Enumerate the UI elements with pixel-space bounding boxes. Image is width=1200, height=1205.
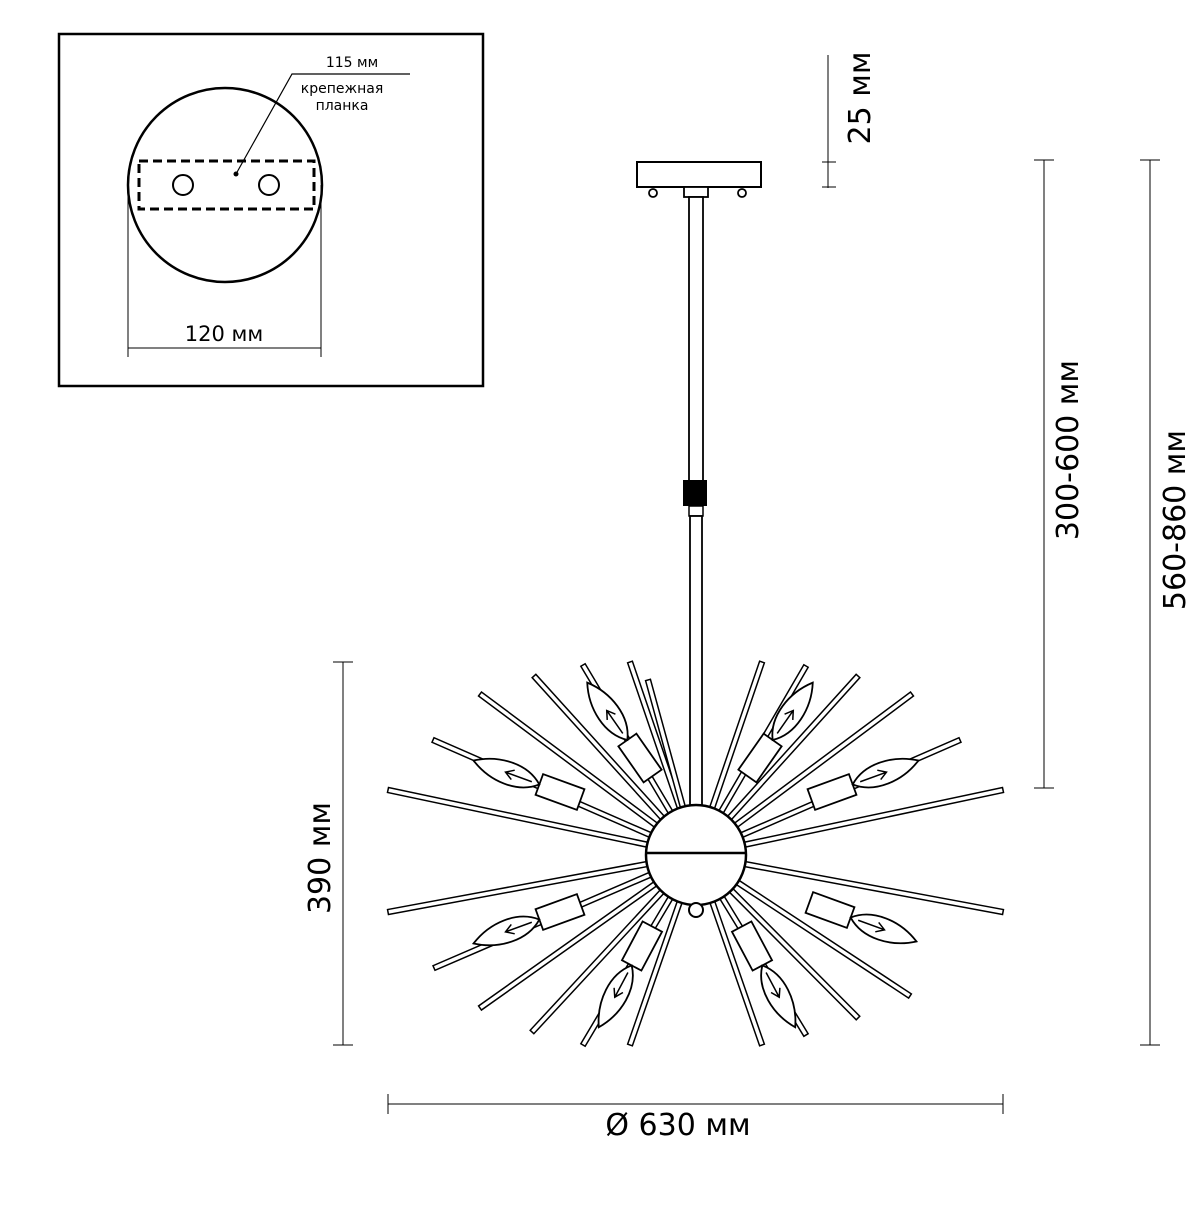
canopy-height-label: 25 мм [843,52,878,145]
bulb [471,892,586,947]
canopy-plate [636,161,762,188]
bulb [471,757,586,812]
mounting-plate-inset: 115 мм крепежная планка 120 мм [57,32,485,388]
dim-shade-height: 390 мм [303,661,353,1046]
rod-lower [689,515,703,810]
dim-total-height: 560-860 мм [1140,159,1193,1046]
bulb-socket [534,892,586,932]
bulb-filament [504,769,533,783]
central-sphere [644,803,748,918]
diameter-label: Ø 630 мм [605,1108,750,1143]
bulb [597,920,664,1029]
bulb-socket [806,772,858,812]
plate-label-line2: планка [316,98,369,114]
bulb-filament [504,921,533,935]
rod-coupler-base [688,505,704,517]
bulb-filament [776,709,795,734]
spike [386,860,651,916]
bulb-filament [859,769,888,783]
bulb [804,890,919,945]
bulb-socket [737,732,783,784]
canopy-diameter-label: 120 мм [185,322,263,346]
rod-coupler [683,480,707,506]
bulb [737,681,814,784]
rod-upper [688,196,704,483]
dim-diameter: Ø 630 мм [387,1094,1004,1143]
rod-length-label: 300-600 мм [1051,360,1086,540]
plate-leader-line [235,73,410,175]
bulb [586,681,663,784]
suspension-rod [683,196,707,810]
total-height-label: 560-860 мм [1158,430,1193,610]
inset-frame [57,32,485,388]
shade-height-label: 390 мм [303,802,338,914]
sphere-finial [688,902,704,918]
plate-label-line1: крепежная [301,81,384,97]
bulb-filament [765,972,781,999]
spike [741,860,1005,916]
canopy-screw-left [648,188,658,198]
dim-canopy-height: 25 мм [822,52,878,188]
canopy [636,161,762,198]
spike [644,678,687,811]
fixture-bulbs [471,681,921,1029]
bulb-filament [857,919,886,933]
canopy-collar [683,186,709,198]
screw-hole-left [172,174,194,196]
bulb-filament [613,972,629,999]
bulb-socket [534,772,586,812]
mounting-bar-outline [137,159,316,211]
plate-width-label: 115 мм [326,55,378,71]
bulb-socket [804,890,856,930]
canopy-circle [126,86,324,284]
bulb [730,920,797,1029]
dim-rod-length: 300-600 мм [1034,159,1086,789]
canopy-screw-right [737,188,747,198]
bulb [806,757,921,812]
bulb-filament [605,709,624,734]
screw-hole-right [258,174,280,196]
sphere-body [644,803,748,907]
